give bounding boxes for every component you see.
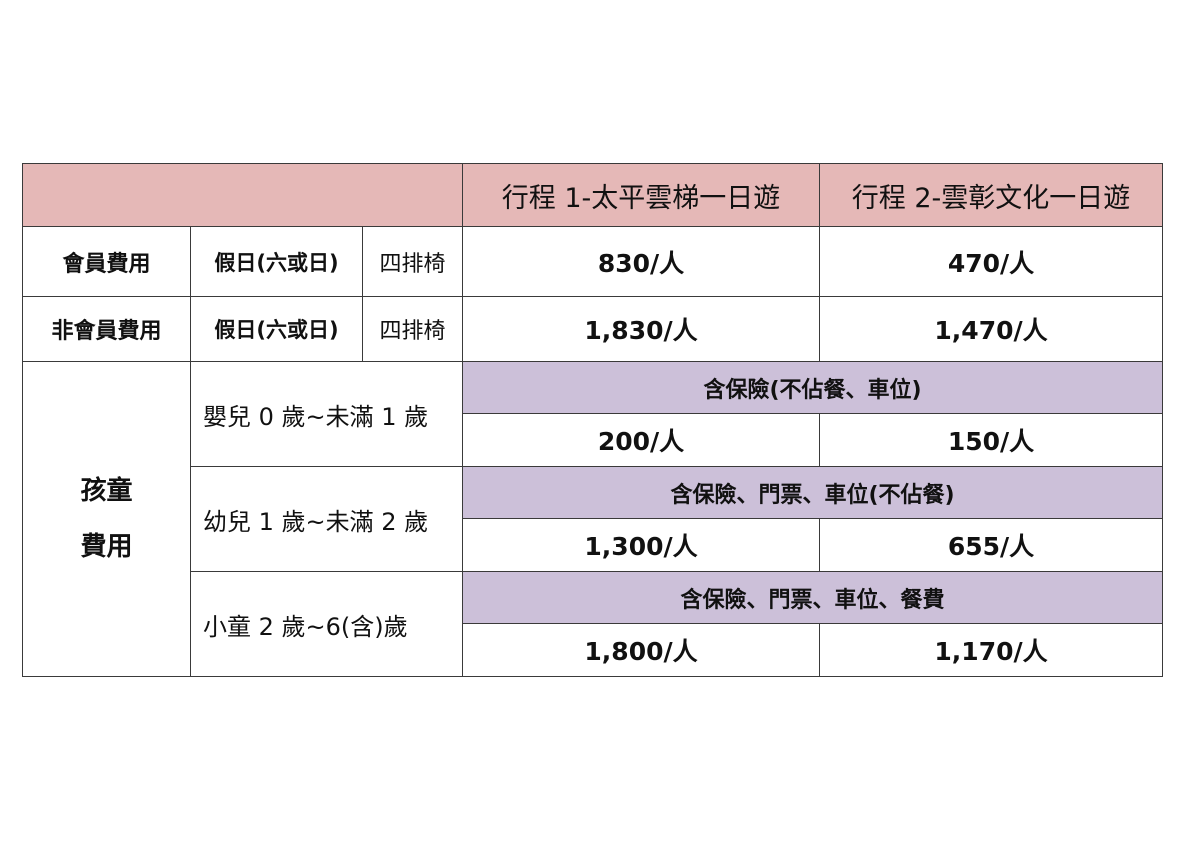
kid-price-tour1: 1,800/人 [462, 623, 821, 677]
toddler-price-tour1: 1,300/人 [462, 518, 821, 572]
kid-price-tour2: 1,170/人 [819, 623, 1164, 677]
tour2-header: 行程 2-雲彰文化一日遊 [819, 163, 1164, 227]
infant-price-row: 200/人 150/人 [23, 413, 1164, 467]
child-fee-label: 孩童 費用 [22, 361, 191, 677]
infant-age: 嬰兒 0 歲~未滿 1 歲 [189, 361, 464, 467]
nonmember-day: 假日(六或日) [190, 296, 363, 362]
infant-price-tour2: 150/人 [819, 413, 1164, 467]
child-fee-label-line1: 孩童 [80, 476, 133, 506]
infant-note-row: 孩童 費用 嬰兒 0 歲~未滿 1 歲 含保險(不佔餐、車位) [22, 361, 1164, 677]
kid-note-row: 小童 2 歲~6(含)歲 含保險、門票、車位、餐費 [23, 571, 1164, 677]
infant-note: 含保險(不佔餐、車位) [462, 361, 1164, 414]
header-blank-cell [21, 163, 464, 227]
member-seat: 四排椅 [361, 226, 464, 297]
header-row: 行程 1-太平雲梯一日遊 行程 2-雲彰文化一日遊 [21, 163, 1164, 227]
toddler-price-tour2: 655/人 [819, 518, 1164, 572]
toddler-age: 幼兒 1 歲~未滿 2 歲 [189, 466, 464, 572]
toddler-note-row: 幼兒 1 歲~未滿 2 歲 含保險、門票、車位(不佔餐) [23, 466, 1164, 572]
nonmember-seat: 四排椅 [361, 296, 464, 362]
kid-price-row: 1,800/人 1,170/人 [23, 623, 1164, 677]
nonmember-price-tour2: 1,470/人 [819, 296, 1164, 362]
price-table: 行程 1-太平雲梯一日遊 行程 2-雲彰文化一日遊 會員費用 假日(六或日) 四… [21, 163, 1164, 677]
member-price-tour2: 470/人 [819, 226, 1164, 297]
infant-price-tour1: 200/人 [462, 413, 821, 467]
nonmember-label: 非會員費用 [22, 296, 191, 362]
member-price-tour1: 830/人 [462, 226, 821, 297]
member-label: 會員費用 [22, 226, 191, 297]
kid-age: 小童 2 歲~6(含)歲 [189, 571, 464, 677]
member-row: 會員費用 假日(六或日) 四排椅 830/人 470/人 [22, 226, 1164, 297]
kid-note: 含保險、門票、車位、餐費 [462, 571, 1164, 624]
nonmember-row: 非會員費用 假日(六或日) 四排椅 1,830/人 1,470/人 [22, 296, 1164, 362]
nonmember-price-tour1: 1,830/人 [462, 296, 821, 362]
member-day: 假日(六或日) [190, 226, 363, 297]
tour1-header: 行程 1-太平雲梯一日遊 [462, 163, 821, 227]
child-fee-label-line2: 費用 [80, 532, 133, 562]
toddler-note: 含保險、門票、車位(不佔餐) [462, 466, 1164, 519]
